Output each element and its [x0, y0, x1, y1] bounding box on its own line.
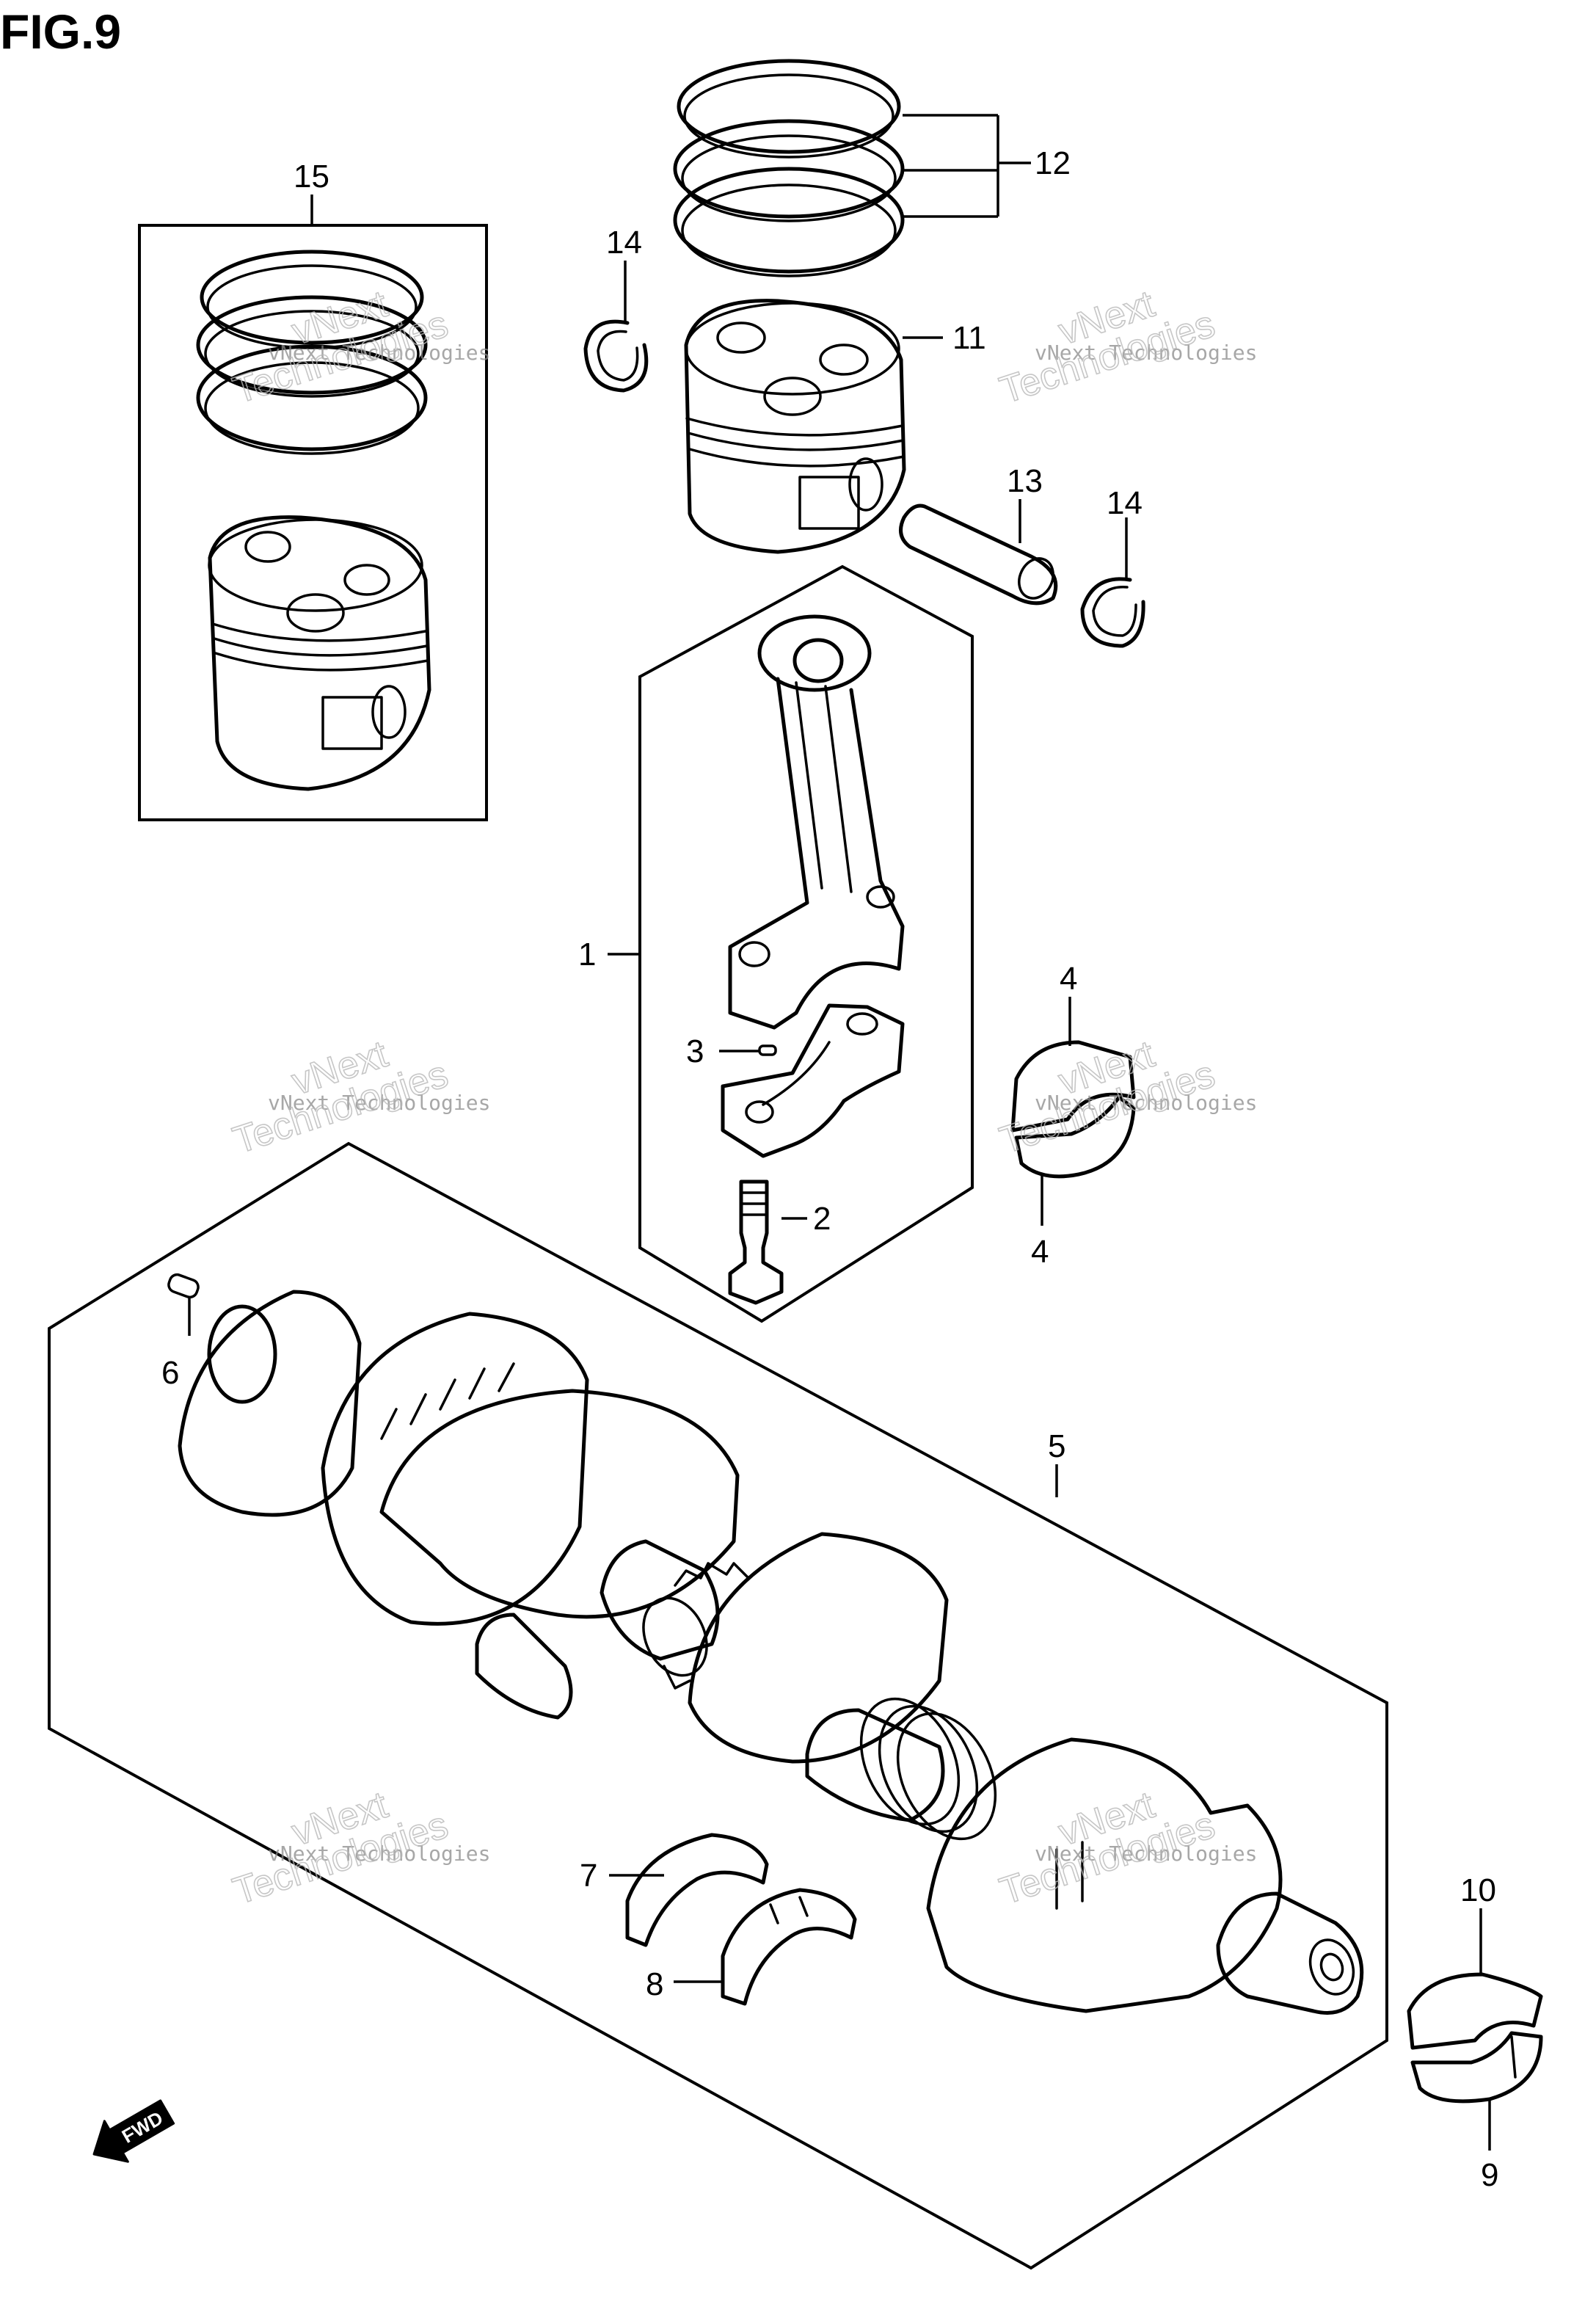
watermark-2: vNext Technologies vNext Technologies [994, 282, 1257, 412]
callout-4-lower: 4 [1031, 1234, 1049, 1270]
watermark-text: vNext Technologies [268, 1091, 490, 1115]
circlip-lower [1080, 517, 1145, 648]
conrod-bearing-upper [1010, 997, 1136, 1133]
callout-9: 9 [1481, 2157, 1498, 2193]
watermark-text: vNext Technologies [1035, 1091, 1257, 1115]
watermark-5: vNext Technologies vNext Technologies [227, 1783, 490, 1913]
piston-ring-set-box [138, 195, 488, 821]
watermark-3: vNext Technologies vNext Technologies [227, 1032, 490, 1163]
callout-8: 8 [646, 1966, 663, 2002]
circlip-upper [583, 261, 649, 393]
watermark-text: vNext Technologies [268, 1842, 490, 1866]
callout-10: 10 [1460, 1872, 1496, 1908]
crankshaft-box [48, 1141, 1388, 2270]
connecting-rod-cap [721, 1003, 905, 1158]
callout-1: 1 [578, 937, 596, 973]
thrust-bearing-lower [674, 1888, 857, 2006]
piston-pin [899, 499, 1058, 606]
piston-rings [673, 59, 905, 277]
watermark-text: vNext Technologies [1035, 341, 1257, 365]
callout-3: 3 [686, 1033, 704, 1069]
crankshaft [178, 1290, 1364, 2015]
conrod-assembly-box [638, 564, 974, 1323]
callout-5: 5 [1048, 1428, 1065, 1464]
callout-7: 7 [580, 1858, 597, 1894]
dowel-pin-small [719, 1044, 777, 1056]
figure-title: FIG.9 [0, 4, 121, 59]
main-bearing-upper [1407, 1908, 1543, 2050]
callout-4-upper: 4 [1060, 961, 1077, 997]
connecting-rod [728, 614, 905, 1030]
leader-12 [903, 114, 1031, 218]
callout-14-lower: 14 [1107, 485, 1143, 521]
watermark-text: vNext Technologies [268, 341, 490, 365]
forward-arrow-icon: FWD [92, 2099, 175, 2163]
callout-12: 12 [1035, 145, 1071, 181]
callout-2: 2 [813, 1201, 831, 1237]
dowel-pin [167, 1273, 200, 1336]
callout-15: 15 [294, 159, 329, 195]
watermark-text: vNext Technologies [1035, 1842, 1257, 1866]
callout-13: 13 [1007, 463, 1043, 499]
callout-6: 6 [161, 1355, 179, 1391]
watermark-6: vNext Technologies vNext Technologies [994, 1783, 1257, 1913]
callout-14-upper: 14 [606, 225, 642, 261]
main-bearing-lower [1410, 2031, 1543, 2151]
conrod-bolt [728, 1179, 807, 1305]
piston-spare [208, 515, 431, 791]
conrod-bearing-lower [1014, 1095, 1136, 1226]
callout-11: 11 [952, 320, 986, 356]
thrust-bearing-upper [609, 1833, 769, 1947]
piston [684, 299, 943, 554]
piston-rings-spare [196, 250, 428, 455]
